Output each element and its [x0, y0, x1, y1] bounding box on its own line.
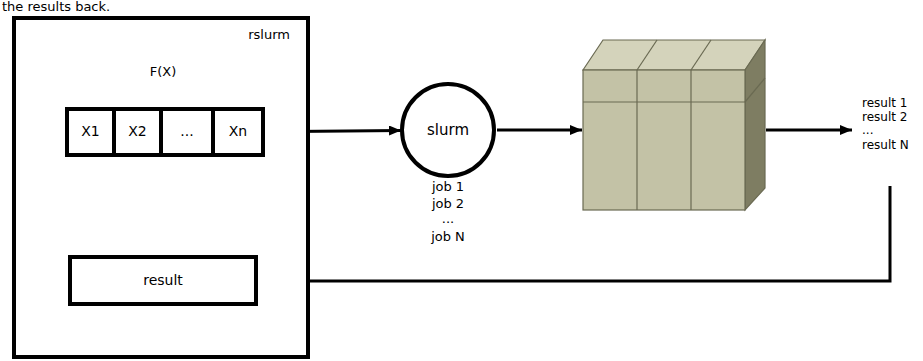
node-text: rslurm [248, 28, 290, 42]
result-label: ... [862, 124, 873, 138]
job-label: job 1 [432, 180, 464, 195]
flow-arrow [259, 130, 890, 281]
result-label: result 1 [862, 97, 907, 111]
array-cell: Xn [211, 107, 265, 157]
node-text: result [143, 273, 183, 288]
result-label: result N [862, 139, 909, 153]
result-label: result 2 [862, 111, 907, 125]
job-label: ... [442, 212, 454, 227]
node-text: slurm [427, 122, 469, 139]
cluster-illustration [583, 40, 765, 210]
job-label: job N [431, 230, 465, 245]
array-cell: X2 [112, 107, 163, 157]
array-cell: ... [159, 107, 215, 157]
node-text: ... [180, 124, 193, 139]
process-circle: slurm [400, 82, 496, 178]
job-label: job 2 [432, 197, 464, 212]
function-label: F(X) [150, 65, 177, 80]
node-text: Xn [229, 124, 247, 139]
array-cell: X1 [65, 107, 116, 157]
node-text: X1 [81, 124, 100, 139]
result-box: result [68, 255, 258, 306]
caption-fragment: the results back. [2, 0, 110, 15]
node-text: X2 [128, 124, 147, 139]
